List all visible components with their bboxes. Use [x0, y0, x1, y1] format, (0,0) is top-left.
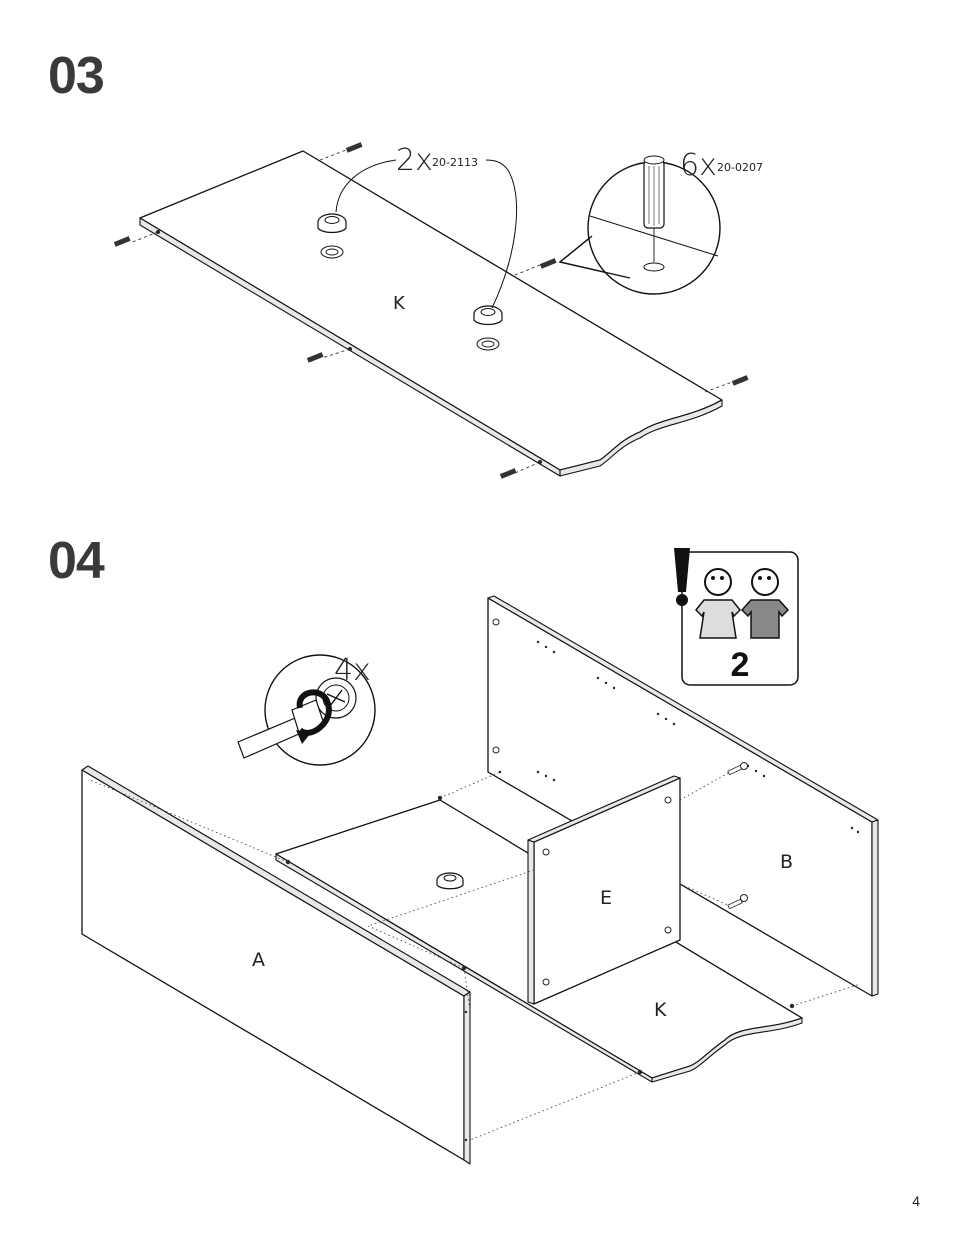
- part-label-k: K: [654, 999, 667, 1021]
- dowel-icon: [307, 352, 324, 363]
- grommet-icon: [437, 873, 463, 889]
- dowel-icon: [540, 258, 557, 269]
- step-03-illustration: K 2x 20-2113 6x 20-0207: [114, 142, 763, 479]
- page-number: 4: [912, 1193, 920, 1209]
- part-label-e: E: [600, 887, 612, 909]
- hardware-code: 20-0207: [717, 161, 763, 174]
- hardware-quantity: 6x: [680, 148, 717, 183]
- dowel-icon: [346, 142, 363, 153]
- dowel-icon: [500, 468, 517, 479]
- part-label-b: B: [780, 851, 793, 873]
- person-count: 2: [731, 646, 750, 684]
- hardware-quantity: 2x: [396, 143, 433, 178]
- step-04-illustration: A B E K 4x: [82, 548, 878, 1164]
- dowel-icon: [732, 375, 749, 386]
- hardware-code: 20-2113: [432, 156, 478, 169]
- two-person-notice: 2: [674, 548, 798, 685]
- dowel-icon: [114, 236, 131, 247]
- tool-quantity: 4x: [334, 653, 371, 688]
- part-label-a: A: [252, 949, 265, 971]
- part-label-k: K: [393, 293, 406, 314]
